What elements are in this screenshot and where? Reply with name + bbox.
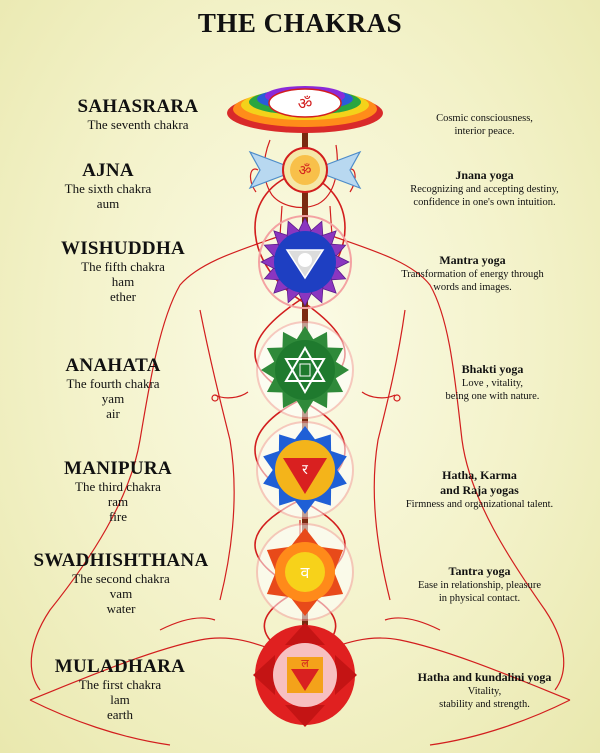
desc-line: Recognizing and accepting destiny,	[410, 184, 559, 195]
chakra-ordinal: The seventh chakra	[87, 117, 189, 132]
desc-line: Firmness and organizational talent.	[405, 499, 554, 510]
yoga-name-line2: and Raja yogas	[440, 483, 519, 497]
chakra-name: MULADHARA	[54, 656, 186, 677]
yoga-name: Bhakti yoga	[461, 362, 524, 376]
svg-text:ल: ल	[301, 657, 309, 670]
label-swadhishthana: SWADHISHTHANA The second chakra vam wate…	[26, 550, 216, 616]
desc-line: words and images.	[433, 282, 512, 293]
wishuddha-chakra	[258, 215, 352, 309]
chakra-ordinal: The sixth chakra	[64, 181, 152, 196]
label-manipura: MANIPURA The third chakra ram fire	[38, 458, 198, 524]
chakra-mantra: lam	[110, 692, 130, 707]
ajna-chakra: ॐ	[248, 147, 362, 193]
label-wishuddha: WISHUDDHA The fifth chakra ham ether	[48, 238, 198, 304]
desc-line: Transformation of energy through	[401, 269, 544, 280]
desc-line: stability and strength.	[439, 699, 530, 710]
chakra-ordinal: The second chakra	[72, 571, 170, 586]
muladhara-chakra: ल	[253, 623, 357, 727]
desc-line: Love , vitality,	[461, 378, 524, 389]
poster-title: THE CHAKRAS	[197, 8, 403, 38]
desc-line: Cosmic consciousness,	[436, 113, 533, 124]
manipura-chakra: र	[256, 421, 354, 519]
svg-text:ॐ: ॐ	[299, 163, 312, 179]
chakra-name: ANAHATA	[65, 355, 161, 376]
svg-text:ॐ: ॐ	[298, 94, 313, 113]
yoga-name: Tantra yoga	[448, 564, 511, 578]
svg-text:र: र	[302, 462, 308, 478]
desc-wishuddha: Mantra yoga Transformation of energy thr…	[385, 253, 560, 294]
chakra-ordinal: The fourth chakra	[66, 376, 160, 391]
yoga-name: Jnana yoga	[455, 168, 514, 182]
chakra-ordinal: The fifth chakra	[81, 259, 165, 274]
body-outline	[29, 139, 571, 746]
label-ajna: AJNA The sixth chakra aum	[38, 160, 178, 211]
chakra-mantra: vam	[109, 586, 133, 601]
chakra-ordinal: The third chakra	[75, 479, 161, 494]
chakra-mantra: ham	[111, 274, 135, 289]
desc-line: Ease in relationship, pleasure	[417, 580, 542, 591]
label-muladhara: MULADHARA The first chakra lam earth	[40, 656, 200, 722]
chakra-mantra: yam	[101, 391, 125, 406]
desc-line: interior peace.	[454, 126, 515, 137]
yoga-name: Mantra yoga	[439, 253, 506, 267]
desc-muladhara: Hatha and kundalini yoga Vitality, stabi…	[397, 670, 572, 711]
desc-line: Vitality,	[467, 686, 502, 697]
desc-line: confidence in one's own intuition.	[413, 197, 556, 208]
label-sahasrara: SAHASRARA The seventh chakra	[48, 96, 228, 132]
desc-sahasrara: Cosmic consciousness, interior peace.	[397, 112, 572, 138]
chakra-element: air	[106, 406, 120, 421]
chakra-name: WISHUDDHA	[60, 238, 186, 259]
chakra-name: MANIPURA	[64, 458, 172, 479]
chakra-element: water	[106, 601, 136, 616]
swadhishthana-chakra: व	[256, 523, 354, 621]
desc-line: in physical contact.	[438, 593, 521, 604]
svg-text:व: व	[301, 563, 311, 582]
label-anahata: ANAHATA The fourth chakra yam air	[38, 355, 188, 421]
sahasrara-lotus: ॐ	[227, 86, 383, 133]
chakra-mantra: ram	[107, 494, 129, 509]
desc-line: being one with nature.	[445, 391, 540, 402]
chakra-element: earth	[107, 707, 133, 722]
yoga-name: Hatha and kundalini yoga	[417, 670, 552, 684]
anahata-chakra	[256, 321, 354, 419]
desc-manipura: Hatha, Karma and Raja yogas Firmness and…	[392, 468, 567, 511]
chakra-name: SWADHISHTHANA	[33, 550, 209, 571]
chakra-element: fire	[108, 509, 128, 524]
chakra-name: SAHASRARA	[77, 96, 199, 117]
desc-swadhishthana: Tantra yoga Ease in relationship, pleasu…	[392, 564, 567, 605]
yoga-name: Hatha, Karma	[442, 468, 517, 482]
chakra-element: ether	[110, 289, 136, 304]
chakra-name: AJNA	[82, 160, 134, 181]
chakra-ordinal: The first chakra	[78, 677, 162, 692]
desc-anahata: Bhakti yoga Love , vitality, being one w…	[405, 362, 580, 403]
desc-ajna: Jnana yoga Recognizing and accepting des…	[397, 168, 572, 209]
chakra-mantra: aum	[96, 196, 120, 211]
